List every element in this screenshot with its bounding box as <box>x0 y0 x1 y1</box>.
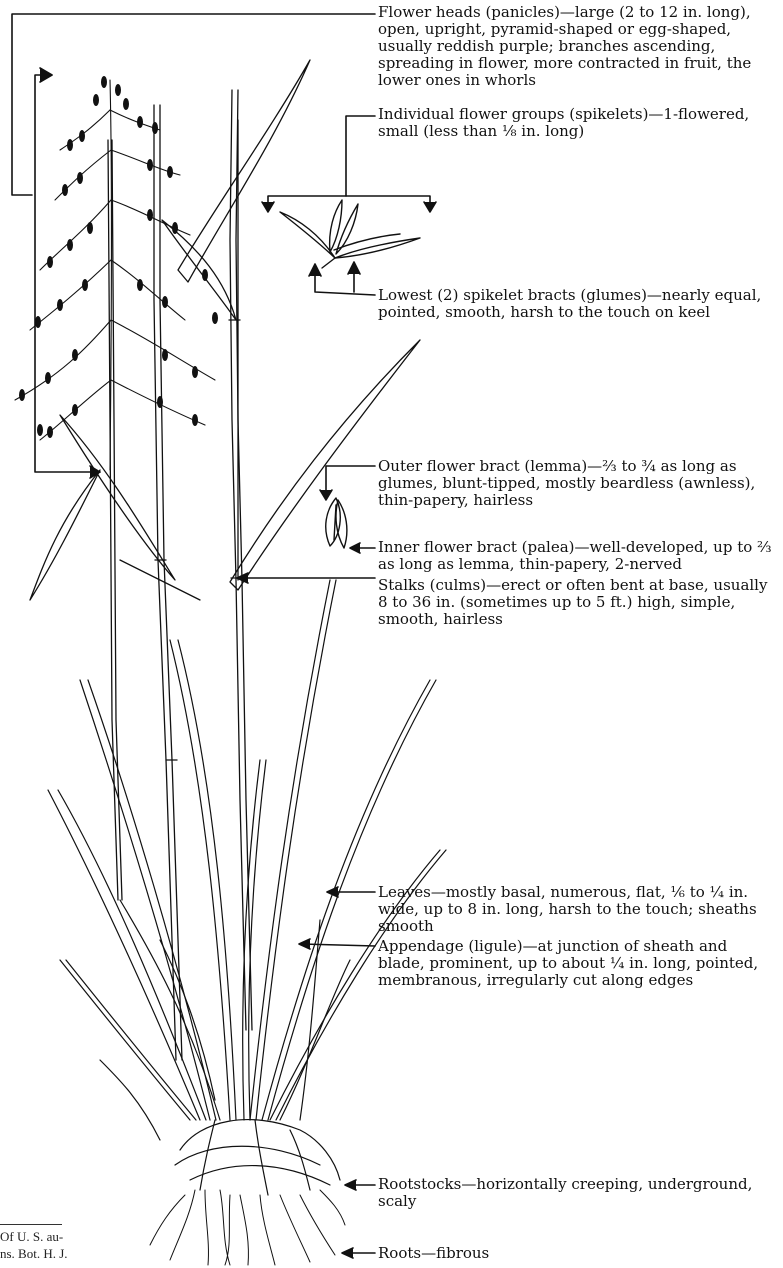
label-stalks: Stalks (culms)—erect or often bent at ba… <box>378 577 776 628</box>
label-glumes: Lowest (2) spikelet bracts (glumes)—near… <box>378 287 776 321</box>
upper-leaves <box>30 60 420 600</box>
label-flower-heads: Flower heads (panicles)—large (2 to 12 i… <box>378 4 776 89</box>
spikelet-detail <box>280 200 420 268</box>
label-ligule: Appendage (ligule)—at junction of sheath… <box>378 938 776 989</box>
roots <box>150 1190 345 1265</box>
floret-detail <box>326 498 347 548</box>
label-spikelets: Individual flower groups (spikelets)—1-f… <box>378 106 776 140</box>
footnote-rule <box>0 1224 62 1225</box>
panicle <box>15 80 215 470</box>
label-rootstocks: Rootstocks—horizontally creeping, underg… <box>378 1176 776 1210</box>
base-clump <box>175 1120 340 1195</box>
label-leaves: Leaves—mostly basal, numerous, flat, ⅙ t… <box>378 884 776 935</box>
leader-lines <box>12 14 436 1258</box>
footnote-fragment: Of U. S. au- ns. Bot. H. J. <box>0 1228 68 1262</box>
label-roots: Roots—fibrous <box>378 1245 776 1262</box>
label-lemma: Outer flower bract (lemma)—⅔ to ¾ as lon… <box>378 458 776 509</box>
label-palea: Inner flower bract (palea)—well-develope… <box>378 539 776 573</box>
